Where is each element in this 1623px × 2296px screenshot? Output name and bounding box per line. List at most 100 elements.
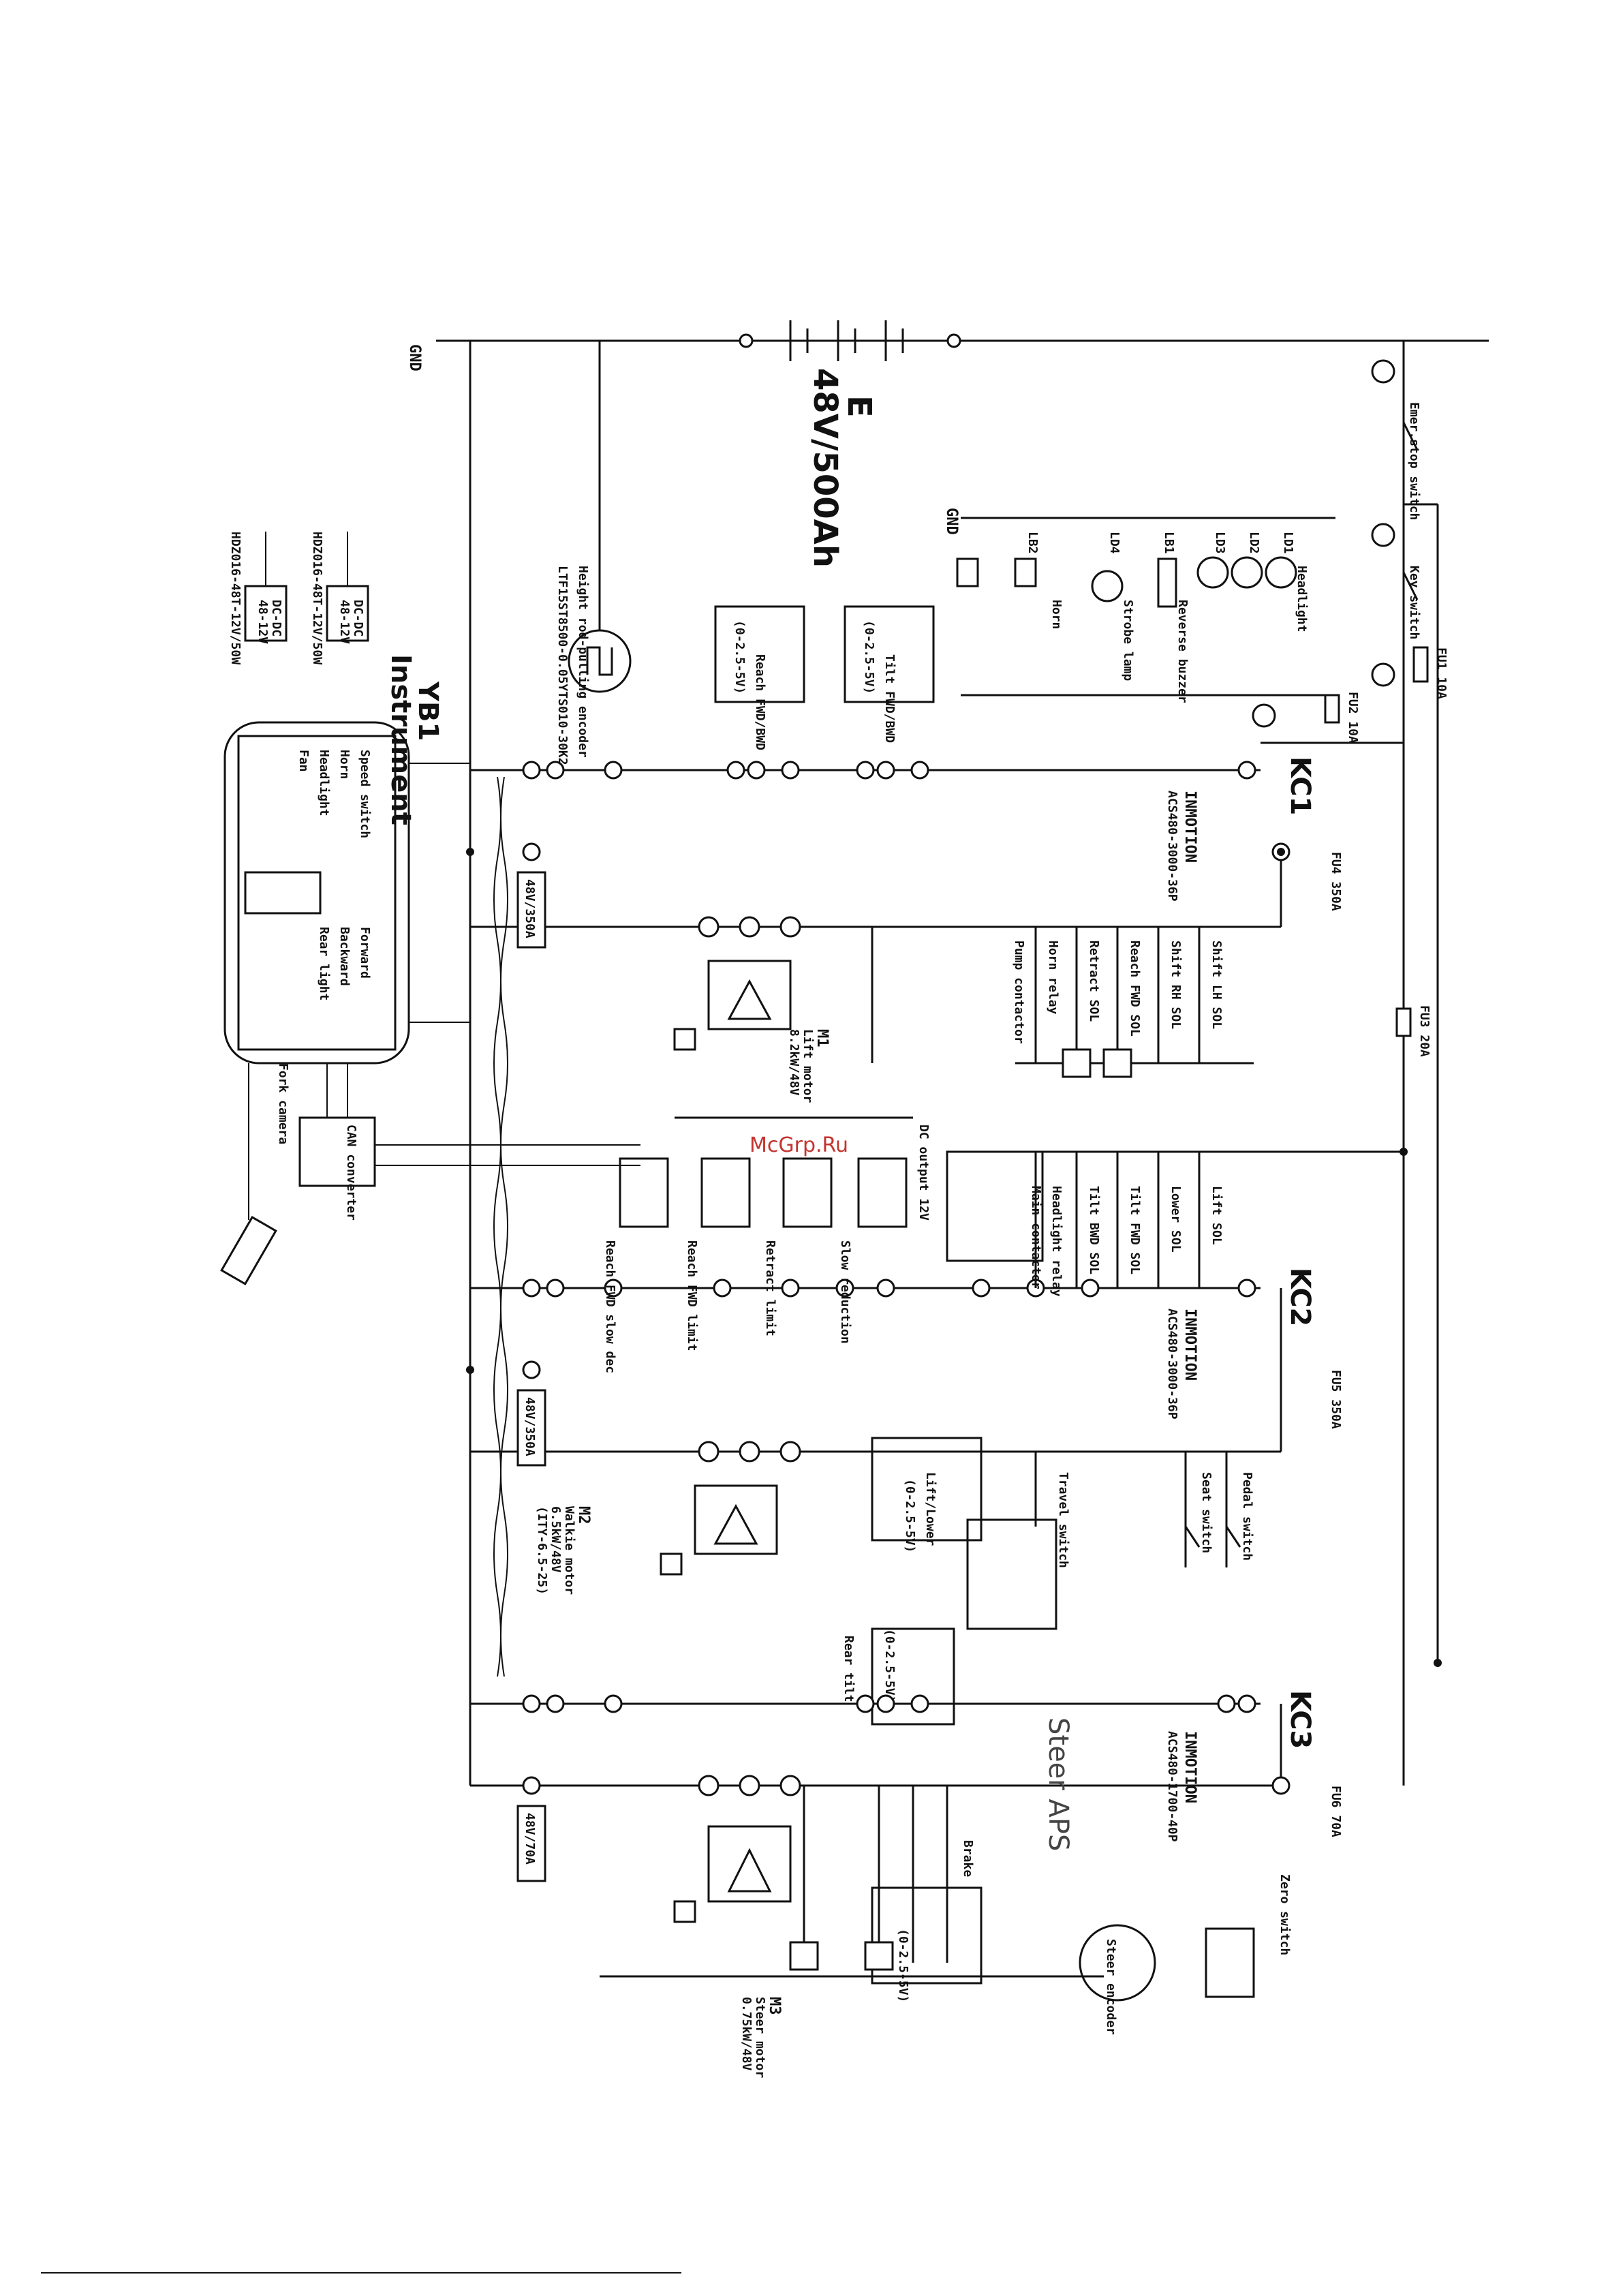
kc1-ref: KC1 (1284, 756, 1316, 815)
steer-encoder-label: Steer encoder (1104, 1939, 1118, 2035)
m1-lift-motor (673, 916, 801, 1051)
kc1-fuse: 48V/350A (523, 879, 537, 938)
lamp-bank (956, 517, 1335, 697)
m2-ref: M2 (575, 1506, 592, 1525)
kc2-fuse: 48V/350A (523, 1397, 537, 1456)
pump-contactor-label: Pump contactor (1012, 940, 1026, 1044)
headlight-relay-label: Headlight relay (1049, 1186, 1064, 1297)
fuse-fu6-label: FU6 70A (1329, 1786, 1343, 1837)
gnd-label: GND (406, 344, 423, 371)
dcdc1-part: HDZ016-48T-12V/50W (310, 532, 324, 664)
kc3-ref: KC3 (1284, 1690, 1316, 1749)
ld3-label: LD3 (1213, 532, 1227, 554)
m3-rating: 0.75kW/48V (739, 1997, 754, 2071)
tilt-fwd-sol-label: Tilt FWD SOL (1128, 1186, 1142, 1274)
instrument-name: Instrument (385, 654, 416, 825)
encoder-part: LTF15ST8500-0.05YTS010-30K2 (555, 566, 570, 765)
fuse-fu1-label: FU1 10A (1434, 647, 1449, 699)
kc2-ref: KC2 (1284, 1268, 1316, 1326)
can-converter (298, 1063, 640, 1187)
kc3-fuse: 48V/70A (523, 1813, 537, 1865)
steer-encoder (1079, 1924, 1255, 2002)
shift-lh-label: Shift LH SOL (1209, 940, 1224, 1029)
fuse-fu4-label: FU4 350A (1329, 852, 1343, 911)
reach-fwd-limit-label: Reach FWD limit (685, 1240, 699, 1351)
instrument-item-forward: Forward (358, 927, 372, 979)
kc3-brand: INMOTION (1181, 1731, 1199, 1803)
lamp-gnd-label: GND (943, 508, 960, 535)
dcdc1-spec: 48-12V (337, 600, 352, 644)
reverse-buzzer-label: Reverse buzzer (1175, 600, 1190, 703)
encoder-title: Height rod-pulling encoder (576, 566, 590, 758)
battery-symbol (739, 320, 961, 361)
m1-name: Lift motor (801, 1029, 815, 1103)
dcdc2-part: HDZ016-48T-12V/50W (228, 532, 243, 664)
reach-pot-label: Reach FWD/BWD (753, 654, 767, 750)
rear-tilt-range: (0-2.5-5V) (882, 1629, 897, 1702)
lower-sol-label: Lower SOL (1169, 1186, 1183, 1253)
tilt-bwd-sol-label: Tilt BWD SOL (1087, 1186, 1101, 1274)
fork-camera (220, 1063, 277, 1286)
kc2-coils (946, 1150, 1404, 1288)
reach-pot-range: (0-2.5-5V) (732, 620, 747, 694)
kc3-coils (789, 1786, 948, 1971)
kc1-coils (871, 927, 1254, 1078)
can-cable (493, 776, 508, 1677)
rear-tilt-label: Rear tilt (841, 1636, 856, 1702)
m2-rating: 6.5kW/48V (548, 1506, 563, 1573)
zero-switch-label: Zero switch (1278, 1874, 1292, 1955)
m2-name: Walkie motor (562, 1506, 576, 1595)
steer-aps-label: Steer APS (1042, 1717, 1074, 1851)
instrument-item-rear-light: Rear light (317, 927, 331, 1000)
proximity-sensors (619, 1116, 913, 1228)
instrument-item-fan: Fan (296, 750, 311, 772)
battery-rating: 48V/500Ah (806, 368, 844, 568)
dcdc2-label: DC-DC (269, 600, 283, 637)
junction-dots (466, 848, 1442, 1667)
watermark: McGrp.Ru (749, 1133, 848, 1157)
height-encoder (568, 341, 632, 693)
fuse-fu5-label: FU5 350A (1329, 1370, 1343, 1429)
dcdc2-spec: 48-12V (256, 600, 270, 644)
supply-column (1252, 341, 1439, 1786)
steer-pot-range: (0-2.5-5V) (896, 1929, 910, 2002)
ld1-label: LD1 (1281, 532, 1295, 554)
lift-pot-range: (0-2.5-5V) (903, 1479, 917, 1552)
strobe-lamp-label: Strobe lamp (1121, 600, 1135, 681)
retract-sol-label: Retract SOL (1087, 940, 1101, 1022)
m3-name: Steer motor (753, 1997, 767, 2078)
horn-relay-label: Horn relay (1046, 940, 1060, 1015)
reach-fwd-sol-label: Reach FWD SOL (1128, 940, 1142, 1037)
seat-switch-label: Seat switch (1199, 1472, 1214, 1553)
dc-output-label: DC output 12V (916, 1124, 931, 1221)
kc1-bus (470, 741, 1404, 928)
m3-steer-motor (673, 1775, 801, 1923)
kc2-bus (470, 1279, 1282, 1453)
kc3-model: ACS480-1700-40P (1165, 1731, 1179, 1842)
instrument-item-speed: Speed switch (358, 750, 372, 838)
ld2-label: LD2 (1247, 532, 1261, 554)
lb1-label: LB1 (1162, 532, 1176, 554)
m2-extra: (ITY-6.5-25) (535, 1506, 549, 1595)
gnd-rail (436, 339, 1489, 1787)
tilt-pot-label: Tilt FWD/BWD (882, 654, 897, 743)
instrument-item-headlight: Headlight (317, 750, 331, 816)
fuse-fu2-label: FU2 10A (1346, 692, 1360, 744)
lift-sol-label: Lift SOL (1209, 1186, 1224, 1245)
pedal-switch-label: Pedal switch (1240, 1472, 1254, 1561)
shift-rh-label: Shift RH SOL (1169, 940, 1183, 1029)
yb1-ref: YB1 (412, 681, 444, 741)
reach-fwd-slow-label: Reach FWD slow dec (603, 1240, 617, 1373)
battery-ref: E (840, 395, 878, 418)
key-switch-label: Key switch (1407, 566, 1421, 639)
fuse-fu3-label: FU3 20A (1417, 1005, 1432, 1057)
ld4-label: LD4 (1107, 532, 1122, 554)
fork-camera-label: Fork camera (276, 1063, 290, 1144)
m1-ref: M1 (814, 1029, 831, 1047)
kc3-bus (470, 1694, 1290, 1978)
horn-label: Horn (1049, 600, 1064, 629)
instrument-item-backward: Backward (337, 927, 352, 986)
lift-lower-label: Lift/Lower (923, 1472, 938, 1546)
dcdc1-label: DC-DC (351, 600, 365, 637)
